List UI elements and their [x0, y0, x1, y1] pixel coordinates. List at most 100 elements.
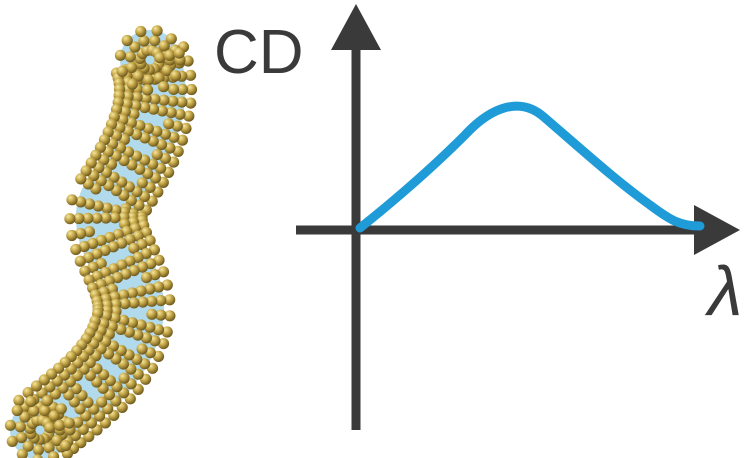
nanoparticle-bead	[156, 105, 168, 117]
nanoparticle-bead	[164, 294, 176, 306]
nanoparticle-bead	[125, 62, 138, 74]
nanoparticle-bead	[14, 421, 26, 433]
nanoparticle-bead	[122, 125, 134, 137]
nanoparticle-bead	[139, 132, 151, 144]
nanoparticle-bead	[167, 83, 180, 95]
nanoparticle-bead	[104, 231, 116, 244]
nanoparticle-bead	[163, 118, 175, 130]
nanoparticle-bead	[135, 25, 147, 38]
nanoparticle-bead	[118, 372, 130, 384]
nanoparticle-bead	[144, 283, 156, 295]
nanoparticle-bead	[6, 435, 18, 447]
nanoparticle-bead	[126, 287, 138, 299]
cd-curve	[355, 101, 705, 233]
nanoparticle-bead	[11, 404, 23, 417]
nanoparticle-bead	[25, 395, 37, 408]
nanoparticle-bead	[176, 83, 189, 95]
nanoparticle-bead	[119, 298, 131, 310]
nanoparticle-bead	[92, 200, 104, 212]
nanoparticle-bead	[185, 83, 198, 96]
nanoparticle-bead	[66, 194, 78, 206]
nanoparticle-bead	[171, 120, 183, 132]
nanoparticle-bead	[161, 279, 173, 291]
nanoparticle-bead	[15, 432, 28, 444]
nanoparticle-bead	[167, 95, 179, 107]
nanoparticle-bead	[155, 309, 167, 321]
nanoparticle-bead	[75, 228, 87, 240]
nanoparticle-bead	[158, 94, 170, 106]
nanoparticle-bead	[154, 52, 166, 64]
nanoparticle-bead	[165, 33, 177, 45]
nanoparticle-bead	[114, 49, 126, 61]
nanoparticle-bead	[112, 228, 124, 241]
nanoparticle-bead	[151, 25, 163, 37]
nanoparticle-bead	[22, 440, 34, 452]
nanoparticle-bead	[170, 70, 182, 82]
nanoparticle-bead	[100, 212, 112, 224]
nanoparticle-bead	[91, 212, 103, 224]
nanoparticle-bead	[128, 297, 140, 309]
nanoparticle-bead	[75, 196, 87, 208]
nanoparticle-bead	[75, 173, 87, 185]
nanoparticle-bead	[132, 70, 144, 82]
nanoparticle-bead	[139, 101, 151, 114]
nanoparticle-bead	[118, 314, 130, 326]
nanoparticle-bead	[38, 374, 50, 386]
nanoparticle-bead	[60, 440, 72, 452]
nanoparticle-bead	[142, 84, 154, 96]
nanoparticle-bead	[30, 380, 43, 392]
nanoparticle-bead	[147, 103, 160, 115]
nanoparticle-bead	[130, 100, 142, 112]
nanoparticle-bead	[176, 96, 188, 108]
nanoparticle-bead	[72, 416, 84, 428]
nanoparticle-bead	[74, 255, 86, 267]
nanoparticle-bead	[44, 422, 56, 434]
nanoparticle-bead	[131, 91, 143, 103]
nanoparticle-bead	[161, 64, 173, 77]
nanoparticle-bead	[185, 69, 197, 81]
nanoparticle-bead	[95, 234, 107, 247]
nanoparticle-bead	[161, 326, 173, 338]
nanoparticle-bead	[96, 396, 108, 408]
nanoparticle-bead	[173, 47, 185, 59]
nanoparticle-bead	[101, 202, 113, 214]
nanoparticle-bead	[151, 149, 163, 161]
nanoparticle-bead	[129, 41, 141, 53]
nanoparticle-bead	[123, 326, 135, 338]
nanoparticle-bead	[79, 265, 91, 277]
nanoparticle-bead	[151, 125, 163, 137]
nanoparticle-bead	[117, 289, 130, 301]
nanoparticle-bead	[165, 107, 177, 119]
nanoparticle-bead	[4, 419, 17, 431]
nanoparticle-bead	[146, 308, 158, 320]
nanoparticle-bead	[48, 451, 60, 458]
nanoparticle-bead	[134, 120, 146, 132]
nanoparticle-bead	[183, 110, 195, 122]
nanoparticle-bead	[115, 323, 127, 335]
nanoparticle-bead	[19, 411, 31, 423]
nanoparticle-bead	[32, 454, 43, 458]
nanoparticle-bead	[66, 229, 78, 242]
nanoparticle-bead	[137, 296, 149, 308]
nanoparticle-bead	[70, 243, 82, 256]
nanoparticle-bead	[135, 285, 147, 297]
nanoparticle-bead	[63, 417, 75, 429]
nanoparticle-bead	[83, 198, 96, 210]
nanoparticle-bead	[152, 324, 165, 336]
nanoparticle-bead	[125, 117, 137, 129]
nanoparticle-bead	[128, 242, 140, 254]
nanoparticle-bead	[13, 394, 25, 406]
nanoparticle-bead	[109, 212, 121, 224]
nanoparticle-bead	[174, 108, 186, 120]
nanoparticle-bead	[126, 78, 138, 90]
nanoparticle-bead	[142, 74, 154, 86]
nanoparticle-bead	[159, 128, 171, 140]
nanoparticle-bead	[136, 343, 148, 355]
nanoparticle-bead	[128, 108, 140, 120]
nanoparticle-bead	[80, 165, 92, 177]
nanoparticle-bead	[138, 35, 150, 47]
nanoparticle-bead	[149, 93, 161, 105]
nanoparticle-bead	[140, 92, 152, 104]
nanoparticle-bead	[157, 266, 170, 278]
nanoparticle-bead	[64, 213, 76, 225]
